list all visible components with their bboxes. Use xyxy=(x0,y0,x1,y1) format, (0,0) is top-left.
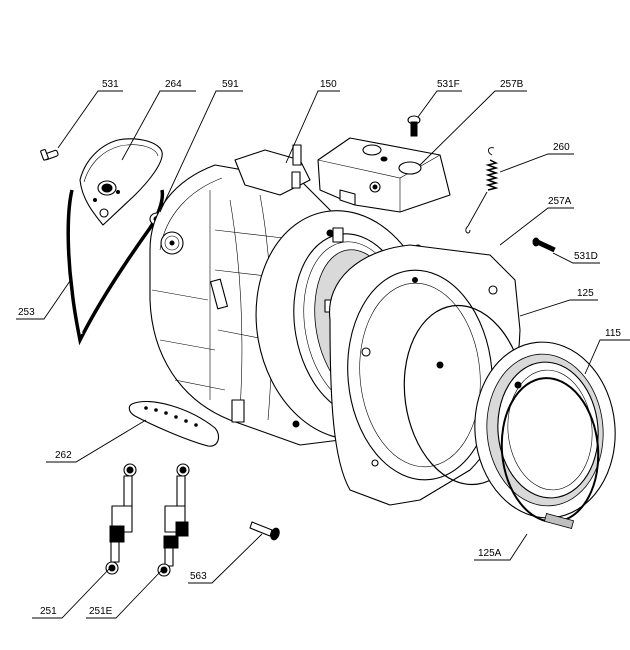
counterweight-257A-drawing xyxy=(329,244,521,506)
label-257A: 257A xyxy=(548,196,572,207)
label-262: 262 xyxy=(55,450,72,461)
label-531D: 531D xyxy=(574,251,598,262)
shock-absorber-251E-drawing xyxy=(157,463,190,577)
pulley-264-drawing xyxy=(79,138,163,226)
label-531: 531 xyxy=(102,79,119,90)
label-125: 125 xyxy=(577,288,594,299)
label-591: 591 xyxy=(222,79,239,90)
label-251E: 251E xyxy=(89,606,113,617)
clamp-band-125A-drawing xyxy=(500,377,600,529)
screw-531F-drawing xyxy=(407,115,421,137)
label-563: 563 xyxy=(190,571,207,582)
label-260: 260 xyxy=(553,142,570,153)
screw-531D-drawing xyxy=(532,237,556,253)
shock-absorber-251-drawing xyxy=(105,463,137,575)
leader-lines xyxy=(16,90,630,619)
screw-563-drawing xyxy=(249,521,280,541)
screw-531-drawing xyxy=(40,149,59,161)
label-257B: 257B xyxy=(500,79,524,90)
label-125A: 125A xyxy=(478,548,502,559)
label-115: 115 xyxy=(605,328,621,339)
label-264: 264 xyxy=(165,79,182,90)
spring-260-drawing xyxy=(465,147,499,234)
label-531F: 531F xyxy=(437,79,460,90)
counterweight-257B-drawing xyxy=(317,137,451,213)
door-seal-115-drawing xyxy=(474,341,616,519)
label-251: 251 xyxy=(40,606,57,617)
strip-262-drawing xyxy=(128,400,220,447)
label-253: 253 xyxy=(18,307,35,318)
label-150: 150 xyxy=(320,79,337,90)
part-labels: 531 264 591 150 531F 257B 260 257A 531D … xyxy=(18,79,621,617)
